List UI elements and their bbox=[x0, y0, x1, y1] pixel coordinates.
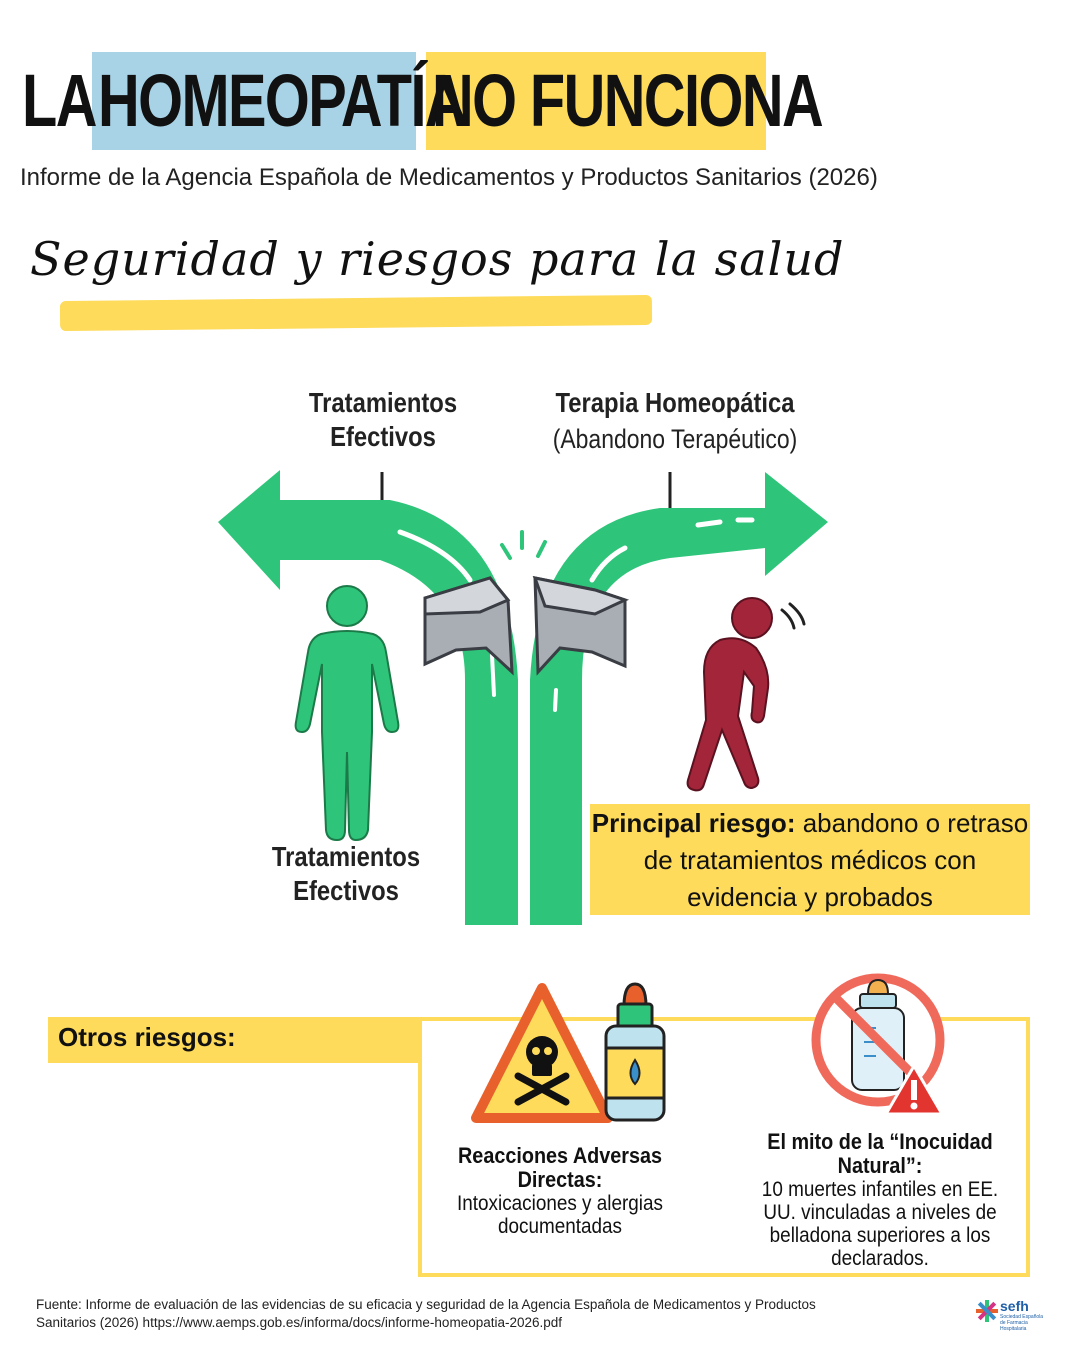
sick-person-icon bbox=[686, 597, 806, 792]
label-tratamientos-bottom: Tratamientos Efectivos bbox=[271, 841, 421, 906]
title-word-la: LA bbox=[22, 59, 97, 142]
otros-riesgos-frame bbox=[418, 1017, 1030, 1277]
subtitle: Informe de la Agencia Española de Medica… bbox=[20, 164, 878, 191]
principal-riesgo-box: Principal riesgo: abandono o retraso de … bbox=[590, 804, 1030, 915]
card-inocuidad: El mito de la “Inocuidad Natural”: 10 mu… bbox=[754, 1130, 1006, 1270]
section-title: Seguridad y riesgos para la salud bbox=[30, 232, 845, 286]
label-abandono: (Abandono Terapéutico) bbox=[552, 424, 798, 454]
title-highlight-yellow bbox=[426, 52, 766, 150]
sefh-logo-subtext: Sociedad Española de Farmacia Hospitalar… bbox=[1000, 1314, 1044, 1332]
card-inocuidad-text: 10 muertes infantiles en EE. UU. vincula… bbox=[761, 1178, 999, 1270]
sefh-logo-icon bbox=[976, 1300, 998, 1322]
title-word-no-funciona: NO FUNCIONA bbox=[432, 59, 824, 142]
title-word-homeopatia: HOMEOPATÍA bbox=[98, 59, 467, 142]
card-reacciones-title: Reacciones Adversas Directas: bbox=[458, 1143, 662, 1192]
dropper-bottle-icon bbox=[604, 982, 666, 1122]
section-title-highlight bbox=[59, 294, 653, 332]
label-tratamientos-top: Tratamientos Efectivos bbox=[308, 387, 458, 452]
prohibited-bottle-icon bbox=[811, 973, 945, 1107]
sefh-logo-text: sefh bbox=[1000, 1298, 1029, 1314]
principal-riesgo-text: abandono o retraso de tratamientos médic… bbox=[643, 808, 1029, 912]
fork-road-icon bbox=[218, 470, 828, 925]
card-reacciones: Reacciones Adversas Directas: Intoxicaci… bbox=[452, 1144, 668, 1238]
label-terapia-homeopatica: Terapia Homeopática bbox=[555, 387, 795, 418]
principal-riesgo-label: Principal riesgo: bbox=[591, 808, 796, 838]
card-reacciones-text: Intoxicaciones y alergias documentadas bbox=[457, 1192, 663, 1238]
source-footnote: Fuente: Informe de evaluación de las evi… bbox=[36, 1297, 816, 1330]
alert-triangle-icon bbox=[884, 1064, 944, 1116]
otros-riesgos-label: Otros riesgos: bbox=[48, 1017, 420, 1063]
skull-warning-icon bbox=[471, 983, 613, 1123]
healthy-person-icon bbox=[294, 585, 400, 842]
card-inocuidad-title: El mito de la “Inocuidad Natural”: bbox=[767, 1129, 993, 1178]
title-highlight-blue bbox=[92, 52, 416, 150]
